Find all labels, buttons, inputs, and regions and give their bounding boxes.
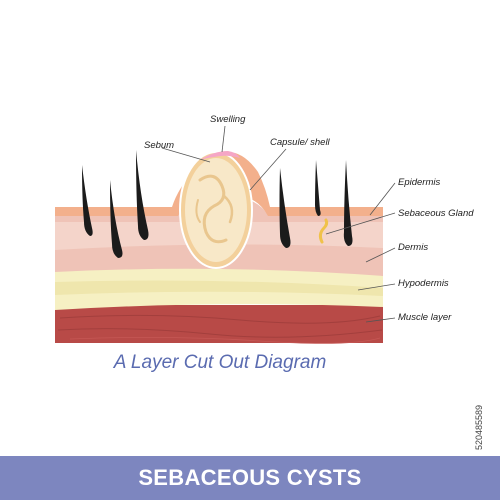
muscle-fiber: [57, 328, 383, 338]
cyst-texture: [222, 194, 234, 224]
swelling: [200, 151, 240, 160]
muscle-fiber: [69, 337, 381, 344]
title-banner: SEBACEOUS CYSTS: [0, 456, 500, 500]
swelling-label: Swelling: [210, 114, 246, 125]
capsule-label: Capsule/ shell: [270, 137, 331, 148]
muscle-layer-label: Muscle layer: [398, 312, 452, 323]
stock-id: 520485589: [474, 404, 484, 450]
hair-follicle: [279, 168, 291, 248]
swelling-leader: [221, 125, 226, 153]
cyst-texture: [195, 199, 201, 223]
epidermis-leader: [369, 182, 396, 216]
hypodermis-band: [55, 280, 383, 296]
cyst-texture: [198, 174, 228, 244]
diagram-subtitle: A Layer Cut Out Diagram: [113, 352, 327, 373]
muscle-leader: [365, 317, 396, 323]
hair-follicle: [315, 160, 321, 216]
muscle-layer: [55, 305, 383, 343]
sebaceous-gland: [318, 218, 329, 244]
sebum-leader: [161, 147, 211, 163]
epidermis-label: Epidermis: [398, 177, 440, 188]
sebaceous-gland-label: Sebaceous Gland: [398, 208, 474, 219]
hypodermis-leader: [357, 283, 396, 291]
hair-follicle: [110, 180, 123, 258]
banner-title: SEBACEOUS CYSTS: [138, 465, 362, 490]
dermis-label: Dermis: [398, 242, 428, 253]
muscle-fiber: [59, 314, 381, 324]
capsule-leader: [249, 148, 287, 191]
cyst-sebum: [185, 158, 247, 262]
hair-follicle: [82, 165, 93, 236]
dermis-leader: [365, 247, 396, 263]
hair-follicle: [136, 150, 149, 240]
sebum-label: Sebum: [144, 140, 174, 151]
hypodermis-label: Hypodermis: [398, 278, 449, 289]
hair-follicle: [343, 160, 353, 246]
sebaceous-gland-leader: [325, 212, 396, 235]
